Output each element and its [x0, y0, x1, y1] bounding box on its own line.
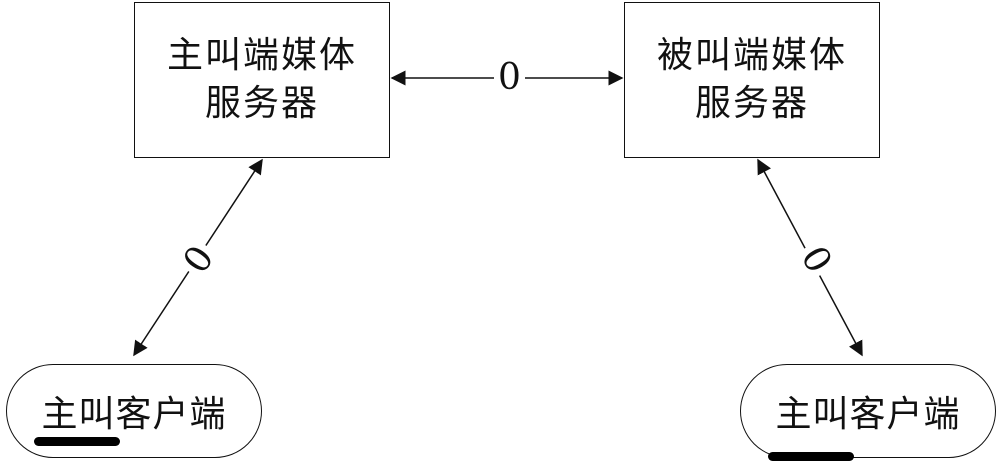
callee-media-server-label: 被叫端媒体服务器	[656, 35, 847, 124]
caller-media-server-label: 主叫端媒体服务器	[166, 35, 357, 124]
callee-media-server-box: 被叫端媒体服务器	[624, 2, 880, 158]
callee-client-node: 主叫客户端	[740, 364, 996, 458]
servers-link-label: 0	[494, 60, 525, 96]
callee-client-label: 主叫客户端	[775, 394, 961, 435]
caller-client-underline-mark	[34, 437, 120, 446]
caller-media-server-box: 主叫端媒体服务器	[134, 2, 390, 158]
callee-client-underline-mark	[768, 452, 854, 461]
caller-client-label: 主叫客户端	[41, 394, 227, 435]
